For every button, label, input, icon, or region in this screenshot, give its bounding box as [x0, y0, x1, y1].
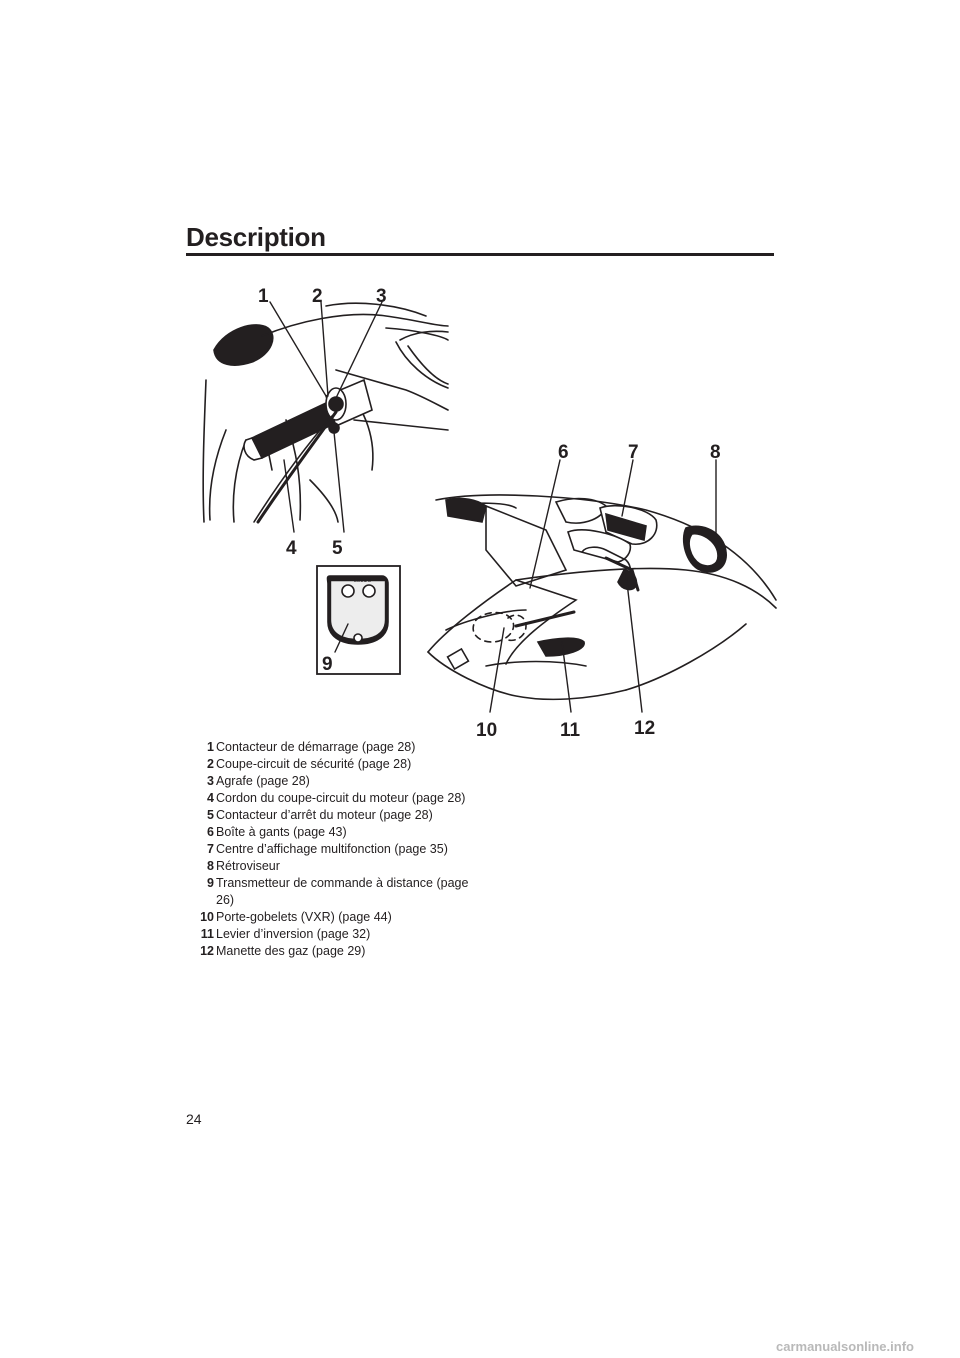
callout-10: 10 — [476, 720, 497, 740]
page-number: 24 — [186, 1111, 202, 1127]
remote-inset — [316, 565, 401, 675]
callout-12: 12 — [634, 718, 655, 739]
watercraft-illustration: 1 2 3 4 5 6 7 8 9 10 11 12 Liebura — [186, 270, 786, 740]
handlebar-closeup — [202, 302, 449, 524]
callout-7: 7 — [628, 442, 639, 463]
page-title: Description — [186, 222, 326, 252]
callout-5: 5 — [332, 538, 343, 559]
leader-lines — [269, 301, 717, 713]
callout-11: 11 — [560, 720, 581, 740]
callout-2: 2 — [312, 286, 323, 307]
illustration-svg: 1 2 3 4 5 6 7 8 9 10 11 12 Liebura — [202, 286, 777, 740]
callout-6: 6 — [558, 442, 569, 463]
watercraft-main — [427, 494, 777, 701]
callout-3: 3 — [376, 286, 387, 307]
callout-8: 8 — [710, 442, 721, 463]
watermark: carmanualsonline.info — [776, 1339, 914, 1354]
callout-4: 4 — [286, 538, 297, 559]
title-rule — [186, 253, 774, 256]
callout-9: 9 — [322, 654, 333, 675]
callouts: 1 2 3 4 5 6 7 8 9 10 11 12 Liebura — [258, 286, 721, 740]
callout-1: 1 — [258, 286, 269, 307]
remote-label: Liebura — [354, 578, 371, 584]
